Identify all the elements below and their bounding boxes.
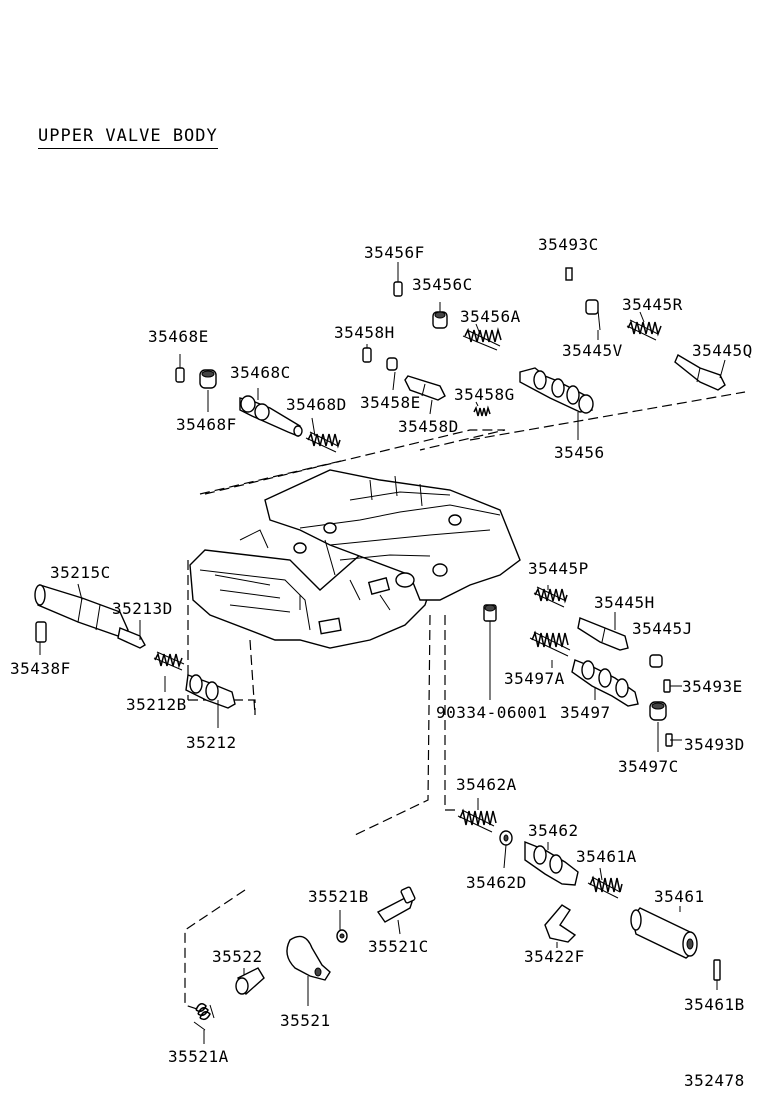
label-35438F: 35438F [10, 659, 71, 678]
diagram-title: UPPER VALVE BODY [38, 126, 218, 149]
part-35493C [565, 267, 573, 281]
part-35458E [386, 357, 398, 371]
upper-valve-body [189, 469, 521, 649]
part-35462 [524, 840, 579, 886]
part-35458D [404, 375, 446, 401]
label-35458D: 35458D [398, 417, 459, 436]
label-35493C: 35493C [538, 235, 599, 254]
part-35213D [117, 627, 146, 649]
part-35521C [376, 886, 416, 923]
label-90334-06001: 90334-06001 [436, 703, 548, 722]
part-35458H [362, 347, 372, 363]
label-35456A: 35456A [460, 307, 521, 326]
label-35493E: 35493E [682, 677, 743, 696]
label-35462: 35462 [528, 821, 579, 840]
label-35458E: 35458E [360, 393, 421, 412]
part-35462A [457, 808, 497, 833]
part-35212B [153, 651, 185, 671]
label-35497C: 35497C [618, 757, 679, 776]
part-35445R [626, 319, 662, 341]
diagram-id: 352478 [684, 1071, 745, 1090]
part-35445V [585, 299, 601, 331]
label-35458H: 35458H [334, 323, 395, 342]
label-35213D: 35213D [112, 599, 173, 618]
label-35445V: 35445V [562, 341, 623, 360]
label-35456F: 35456F [364, 243, 425, 262]
part-90334-06001 [483, 604, 497, 622]
label-35521C: 35521C [368, 937, 429, 956]
label-35456C: 35456C [412, 275, 473, 294]
label-35212B: 35212B [126, 695, 187, 714]
part-35521 [286, 935, 331, 981]
part-35456F [393, 281, 403, 297]
part-35468C [239, 395, 303, 437]
label-35445J: 35445J [632, 619, 693, 638]
part-35461B [713, 959, 721, 981]
dashed-guides [184, 391, 746, 1011]
label-35445R: 35445R [622, 295, 683, 314]
part-35456A [462, 327, 502, 351]
part-35497A [529, 630, 571, 657]
label-35215C: 35215C [50, 563, 111, 582]
label-35456: 35456 [554, 443, 605, 462]
part-35438F [35, 621, 47, 643]
part-35422F [544, 904, 577, 943]
label-35461A: 35461A [576, 847, 637, 866]
label-35521: 35521 [280, 1011, 331, 1030]
part-35462D [499, 830, 513, 846]
part-35445P [533, 586, 568, 608]
label-35497A: 35497A [504, 669, 565, 688]
label-35493D: 35493D [684, 735, 745, 754]
label-35462A: 35462A [456, 775, 517, 794]
part-35497C [649, 701, 667, 721]
part-35445J [649, 654, 663, 668]
label-35458G: 35458G [454, 385, 515, 404]
part-35493E [663, 679, 671, 693]
part-35497 [571, 659, 639, 707]
label-35497: 35497 [560, 703, 611, 722]
label-35445Q: 35445Q [692, 341, 753, 360]
label-35521A: 35521A [168, 1047, 229, 1066]
label-35461B: 35461B [684, 995, 745, 1014]
part-35212 [185, 674, 236, 709]
label-35468F: 35468F [176, 415, 237, 434]
part-35522 [235, 967, 265, 996]
part-35468D [305, 431, 341, 453]
part-35468F [199, 369, 217, 389]
part-35521A [193, 1003, 215, 1031]
part-35445H [577, 617, 629, 651]
part-35458G [473, 405, 491, 417]
label-35462D: 35462D [466, 873, 527, 892]
part-35456 [519, 367, 594, 414]
label-35468E: 35468E [148, 327, 209, 346]
part-35461A [587, 875, 623, 899]
label-35522: 35522 [212, 947, 263, 966]
label-35468C: 35468C [230, 363, 291, 382]
part-35445Q [674, 353, 726, 391]
part-35461 [630, 907, 698, 959]
part-35456C [432, 311, 448, 329]
leader-lines [39, 262, 726, 1044]
label-35468D: 35468D [286, 395, 347, 414]
label-35521B: 35521B [308, 887, 369, 906]
label-35422F: 35422F [524, 947, 585, 966]
part-35468E [175, 367, 185, 383]
label-35461: 35461 [654, 887, 705, 906]
label-35212: 35212 [186, 733, 237, 752]
label-35445H: 35445H [594, 593, 655, 612]
label-35445P: 35445P [528, 559, 589, 578]
part-35521B [336, 929, 348, 943]
